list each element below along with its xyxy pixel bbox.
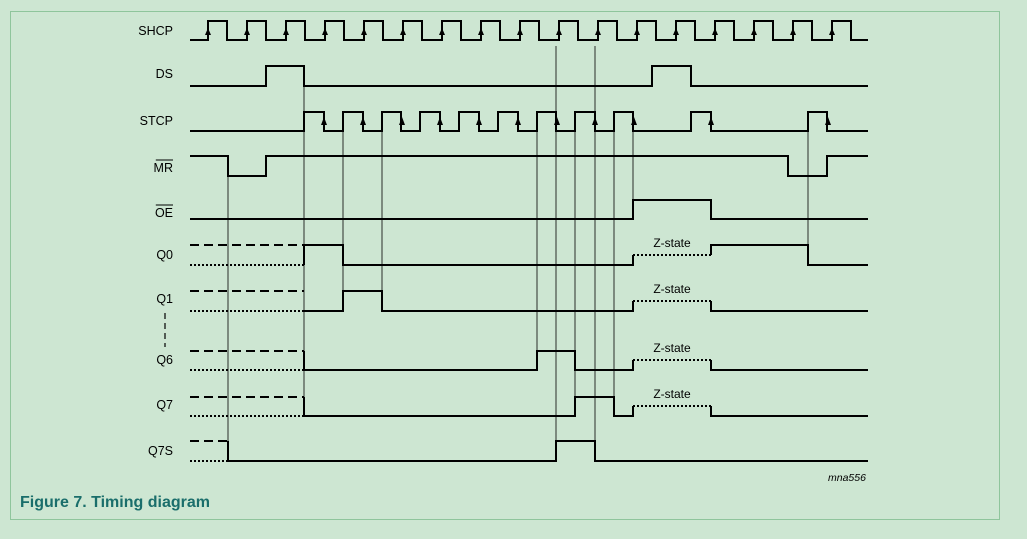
q7-waveform: [303, 396, 634, 417]
shcp-edge-arrow: [595, 28, 601, 35]
shcp-edge-arrow: [751, 28, 757, 35]
q6-z-state-label: Z-state: [653, 341, 691, 355]
shcp-edge-arrow: [556, 28, 562, 35]
ds-waveform: [190, 65, 868, 87]
figure-caption: Figure 7. Timing diagram: [20, 494, 210, 511]
figure-frame: [10, 11, 1000, 520]
signal-label-q6: Q6: [156, 353, 173, 367]
signal-label-shcp: SHCP: [138, 24, 173, 38]
stcp-edge-arrow: [708, 117, 714, 125]
shcp-edge-arrow: [322, 28, 328, 35]
signal-label-q7s: Q7S: [148, 444, 173, 458]
stcp-edge-arrow: [825, 117, 831, 125]
q1-z-state-label: Z-state: [653, 282, 691, 296]
mr-waveform: [190, 155, 868, 177]
shcp-edge-arrow: [829, 28, 835, 35]
signal-label-oe: OE: [155, 206, 173, 220]
stcp-waveform: [190, 111, 868, 132]
shcp-waveform: [190, 20, 868, 41]
shcp-edge-arrow: [634, 28, 640, 35]
shcp-edge-arrow: [400, 28, 406, 35]
stcp-edge-arrow: [631, 117, 637, 125]
shcp-edge-arrow: [439, 28, 445, 35]
q0-waveform-tail: [710, 244, 868, 266]
q7s-waveform: [227, 440, 868, 462]
signal-label-ds: DS: [156, 67, 173, 81]
stcp-edge-arrow: [476, 117, 482, 125]
q7-waveform-tail: [710, 406, 868, 417]
shcp-edge-arrow: [673, 28, 679, 35]
shcp-edge-arrow: [283, 28, 289, 35]
figure-code-label: mna556: [828, 472, 866, 484]
stcp-edge-arrow: [554, 117, 560, 125]
shcp-edge-arrow: [517, 28, 523, 35]
q0-z-state-label: Z-state: [653, 236, 691, 250]
signal-label-stcp: STCP: [140, 114, 173, 128]
signal-label-mr: MR: [154, 161, 173, 175]
shcp-edge-arrow: [712, 28, 718, 35]
shcp-edge-arrow: [478, 28, 484, 35]
stcp-edge-arrow: [399, 117, 405, 125]
signal-label-q7: Q7: [156, 398, 173, 412]
signal-label-q0: Q0: [156, 248, 173, 262]
q7-z-state-label: Z-state: [653, 387, 691, 401]
q1-waveform: [304, 290, 634, 312]
signal-label-q1: Q1: [156, 292, 173, 306]
q6-waveform: [303, 350, 634, 371]
q1-waveform-tail: [710, 301, 868, 312]
q6-waveform-tail: [710, 360, 868, 371]
stcp-edge-arrow: [360, 117, 366, 125]
shcp-edge-arrow: [790, 28, 796, 35]
stcp-edge-arrow: [437, 117, 443, 125]
shcp-edge-arrow: [244, 28, 250, 35]
oe-waveform: [190, 199, 868, 220]
q0-waveform: [303, 244, 634, 266]
stcp-edge-arrow: [515, 117, 521, 125]
stcp-edge-arrow: [321, 117, 327, 125]
shcp-edge-arrow: [361, 28, 367, 35]
shcp-edge-arrow: [205, 28, 211, 35]
